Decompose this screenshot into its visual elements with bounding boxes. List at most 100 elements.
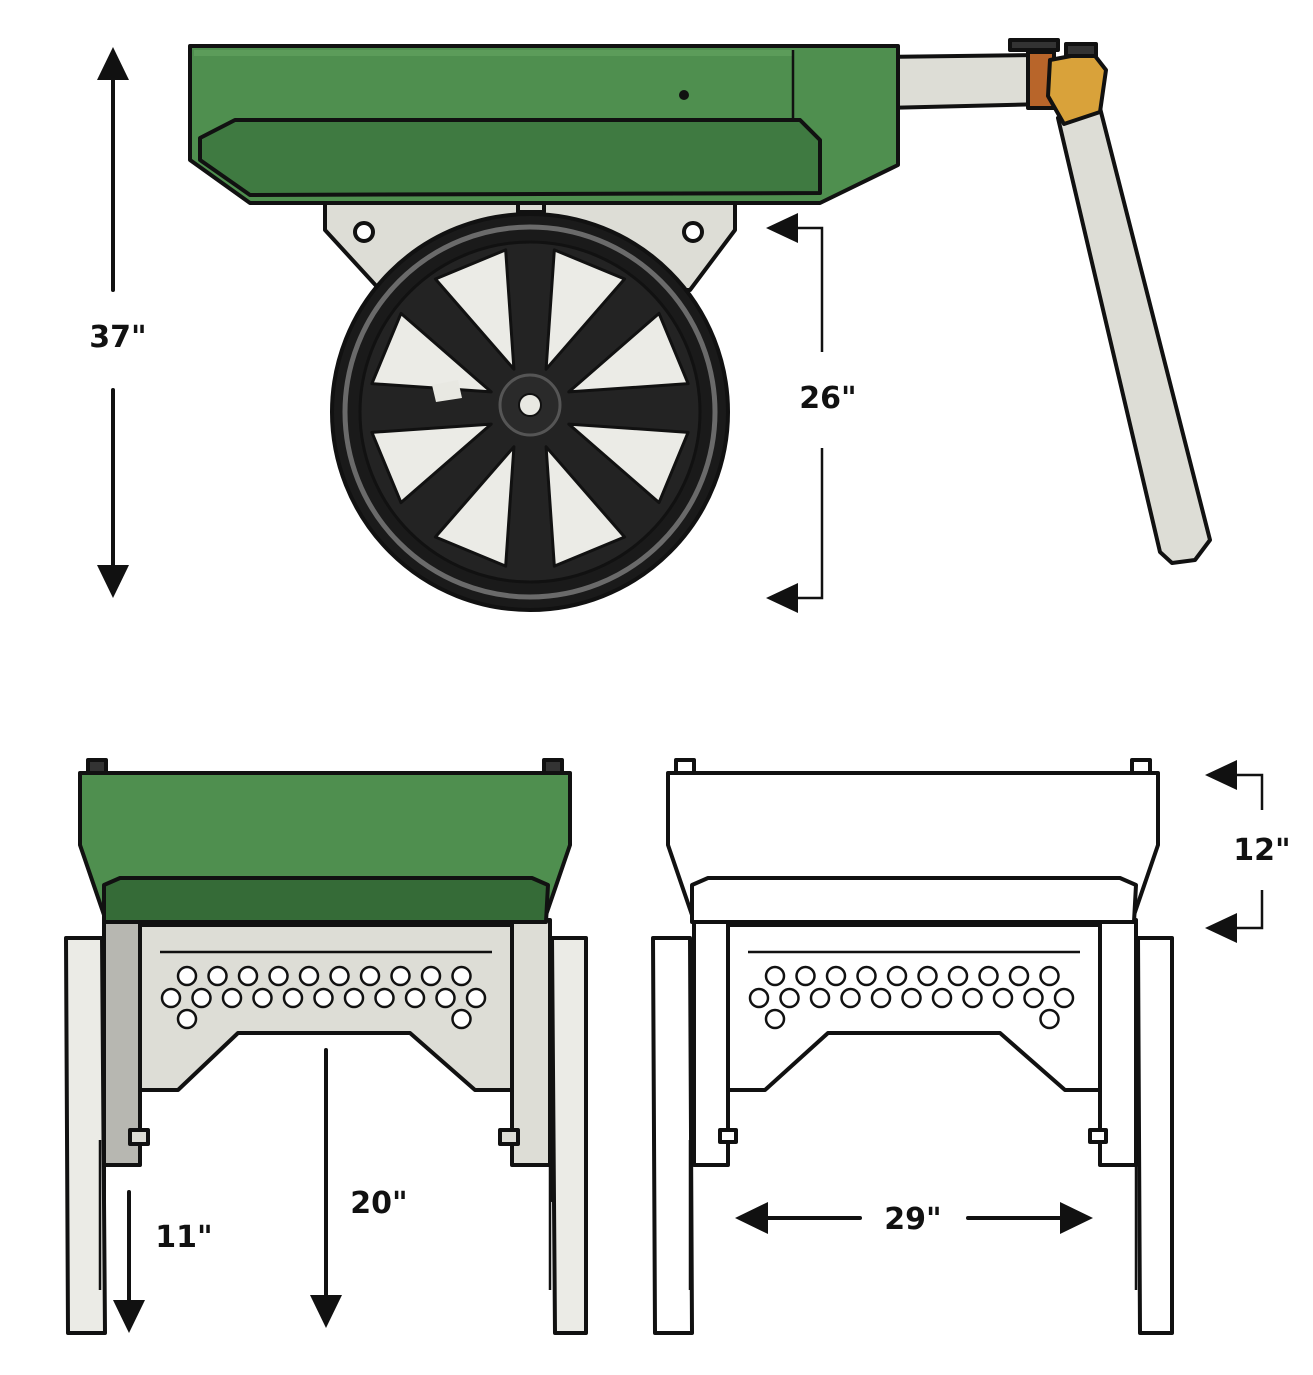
hopper-front-lip	[102, 876, 550, 924]
frame-hole	[160, 987, 182, 1009]
hub-label	[432, 380, 462, 402]
frame-hole	[390, 965, 411, 987]
label-ground-clearance: 20"	[350, 1186, 407, 1221]
frame-hole	[176, 1008, 198, 1030]
frame-hole	[931, 987, 953, 1009]
frame-hole	[313, 987, 334, 1009]
handle-bolt	[1008, 38, 1060, 52]
frame-hole	[221, 987, 243, 1009]
rim-windows	[370, 248, 690, 568]
frame-hole	[1039, 1008, 1060, 1030]
frame-hole	[374, 987, 395, 1009]
frame-hole	[764, 965, 786, 987]
label-hopper-depth: 12"	[1233, 833, 1290, 868]
frame-hole	[840, 987, 861, 1009]
bracket-hole-left	[353, 221, 375, 243]
front-view: 11" 20"	[64, 758, 588, 1335]
rim-window	[433, 445, 516, 568]
frame-hole	[1023, 987, 1044, 1009]
frame-hole	[748, 987, 770, 1009]
arrow-down-icon	[310, 1295, 342, 1328]
tire-left	[64, 936, 107, 1335]
tire-left	[651, 936, 694, 1335]
dimension-hopper-depth: 12"	[1205, 760, 1291, 943]
rim-window	[567, 422, 690, 505]
dimension-track-width: 29"	[735, 1202, 1093, 1237]
rim-window	[544, 248, 627, 371]
frame-hole	[268, 965, 289, 987]
frame-hole	[825, 965, 847, 987]
arrow-up-icon	[97, 47, 129, 80]
frame-hole	[901, 987, 922, 1009]
dimension-bracket-bottom	[795, 448, 824, 600]
handle-latch	[1064, 42, 1098, 58]
frame-hole	[1053, 987, 1075, 1009]
handle-grip	[1056, 106, 1212, 565]
wheel	[330, 194, 730, 612]
tire-inner	[342, 224, 718, 600]
frame-hole	[359, 965, 381, 987]
dimension-bracket-top	[1235, 773, 1264, 810]
side-plate-left	[102, 918, 142, 1167]
rim-window	[433, 248, 516, 371]
label-wheel-height: 26"	[799, 381, 856, 416]
frame-hole	[886, 965, 908, 987]
rim-window	[544, 445, 627, 568]
hub-cap	[518, 393, 542, 417]
rim-window	[370, 422, 493, 505]
frame-hole	[978, 965, 999, 987]
hopper-lip	[198, 118, 822, 197]
frame-holes	[160, 965, 487, 1030]
frame-hole	[420, 965, 442, 987]
frame-hole	[298, 965, 320, 987]
frame-hole	[795, 965, 816, 987]
frame-hole	[252, 987, 273, 1009]
axle-bolt-right	[1088, 1128, 1108, 1144]
front-view-outline: 12" 29"	[651, 758, 1291, 1335]
axle-bolt-left	[718, 1128, 738, 1144]
side-view: 37" 26"	[89, 38, 1212, 613]
handle-joint	[1046, 50, 1108, 126]
frame-hole	[465, 987, 487, 1009]
frame-hole	[962, 987, 983, 1009]
dimension-bracket-bottom	[1235, 890, 1264, 930]
hopper-side	[188, 44, 900, 205]
frame-hole	[1039, 965, 1060, 987]
frame-hole	[917, 965, 938, 987]
frame-hole	[435, 987, 456, 1009]
dimension-ground-clearance: 20"	[310, 1048, 408, 1328]
frame-hole	[207, 965, 228, 987]
arrow-down-icon	[113, 1300, 145, 1333]
frame-hole	[191, 987, 212, 1009]
label-track-width: 29"	[884, 1202, 941, 1237]
arrow-left-icon	[766, 213, 798, 243]
frame-hole	[809, 987, 831, 1009]
frame-hole	[856, 965, 877, 987]
rim-window	[567, 311, 690, 394]
frame-hole	[947, 965, 969, 987]
frame-holes	[748, 965, 1075, 1030]
axle-bolt-left	[128, 1128, 150, 1146]
tire-right	[1136, 936, 1174, 1335]
frame-hole	[237, 965, 259, 987]
bracket-hole-right	[682, 221, 704, 243]
arrow-down-icon	[97, 565, 129, 598]
hopper-front-lip	[690, 876, 1138, 924]
label-wheel-gap: 11"	[155, 1220, 212, 1255]
tire-right	[550, 936, 588, 1335]
hopper-rivet	[679, 90, 689, 100]
frame-hole	[451, 965, 472, 987]
arrow-left-icon	[766, 583, 798, 613]
dimension-wheel-height: 26"	[766, 213, 857, 613]
side-plate-left	[692, 918, 730, 1167]
frame-hole	[870, 987, 892, 1009]
frame-hole	[343, 987, 365, 1009]
frame-hole	[764, 1008, 786, 1030]
arrow-right-icon	[1060, 1202, 1093, 1234]
arrow-left-icon	[1205, 760, 1237, 790]
frame-hole	[404, 987, 426, 1009]
label-overall-height: 37"	[89, 320, 146, 355]
frame-hole	[176, 965, 198, 987]
frame-hole	[282, 987, 304, 1009]
